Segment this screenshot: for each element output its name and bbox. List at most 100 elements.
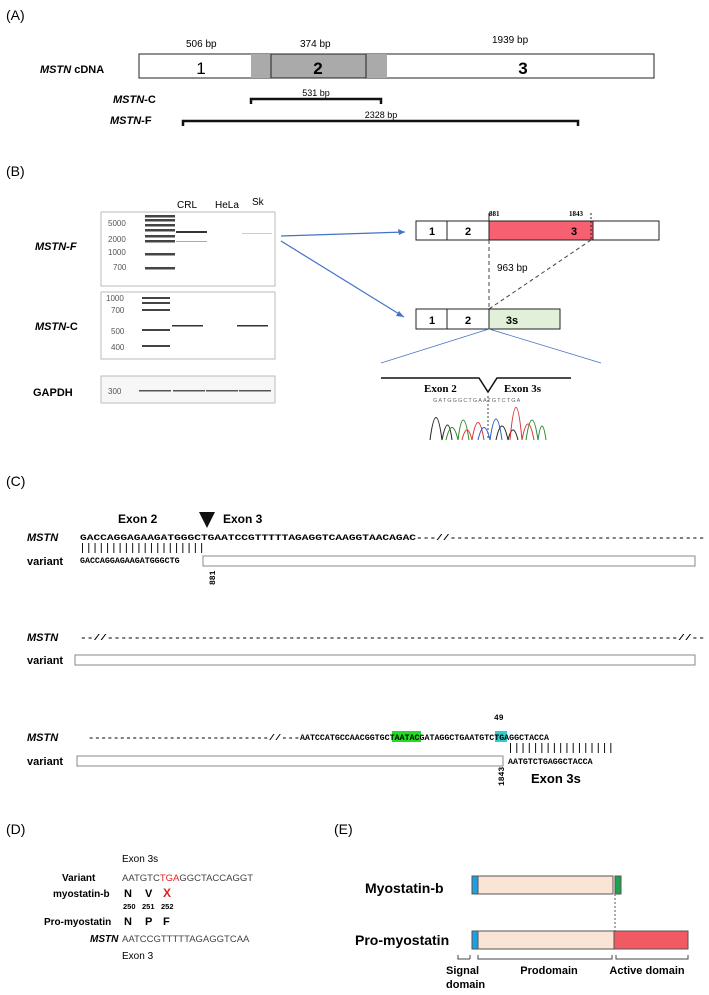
diag-bottom-exon2-label: 2 <box>465 315 471 327</box>
mstn-f-size: 2328 bp <box>365 110 398 120</box>
diag-top-exon3 <box>488 220 594 241</box>
d-variant-label: Variant <box>62 873 96 884</box>
mstn-f-bracket <box>181 119 580 126</box>
gel-f-ladder-1000: 1000 <box>108 248 126 257</box>
mstn-c-bracket <box>249 97 383 104</box>
diag-dash-right <box>488 239 592 310</box>
diag-bottom-exon3s-label: 3s <box>506 315 518 327</box>
arrow-f <box>280 231 406 237</box>
d-pos-251: 251 <box>142 902 155 911</box>
chrom-traces <box>429 407 547 441</box>
gel-f-label: MSTN-F <box>35 241 77 253</box>
diag-bottom-exon1-label: 1 <box>429 315 435 327</box>
diag-gap-size: 963 bp <box>497 263 528 274</box>
chrom-exon3s: Exon 3s <box>504 383 542 395</box>
chrom-exon2: Exon 2 <box>424 383 457 395</box>
exon1-size: 506 bp <box>186 39 217 50</box>
d-promyo-aa-3: F <box>163 916 170 928</box>
zoom-line-right <box>488 328 602 364</box>
e-prodomain-label: Prodomain <box>520 965 578 977</box>
d-promyo-aa-2: P <box>145 916 152 928</box>
d-variant-seq: AATGTCTGAGGCTACCAGGT <box>122 873 253 884</box>
diag-pos-881: 881 <box>489 210 500 218</box>
e-myob-signal <box>471 875 479 895</box>
c2-mstn-label: MSTN <box>27 632 59 644</box>
c2-mstn-seq: --//------------------------------------… <box>80 633 705 643</box>
arrow-f-head <box>398 229 405 235</box>
e-bracket-active <box>615 955 689 960</box>
mstn-c-size: 531 bp <box>302 88 330 98</box>
e-promyo-signal <box>471 930 479 950</box>
arrow-c <box>280 240 405 318</box>
c3-variant-seq: AATGTCTGAGGCTACCA <box>508 758 593 767</box>
chrom-junction <box>381 377 571 394</box>
chrom-bases: GATGGGCTGAATGTCTGA <box>433 398 521 404</box>
gel-c-label: MSTN-C <box>35 321 78 333</box>
arrow-c-head <box>396 311 404 317</box>
gel-f-frame <box>100 211 276 287</box>
gel-c-sk-band <box>237 325 268 327</box>
panel-d-label: (D) <box>6 821 25 837</box>
exon3-number: 3 <box>518 59 527 78</box>
gel-f-crl-band <box>176 231 207 233</box>
c2-variant-label: variant <box>27 655 63 667</box>
c1-exon3-label: Exon 3 <box>223 512 263 526</box>
e-active-label: Active domain <box>609 965 684 977</box>
d-myob-label: myostatin-b <box>53 889 110 900</box>
c3-variant-gap <box>76 755 504 767</box>
c1-splice-arrow <box>199 512 215 528</box>
diag-pos-1843: 1843 <box>569 210 584 218</box>
panel-c-label: (C) <box>6 473 25 489</box>
d-exon3s: Exon 3s <box>122 854 158 865</box>
gel-f-crl-band-faint <box>176 241 207 242</box>
gel-c-crl-band <box>172 325 203 327</box>
gel-f-sk-band <box>242 233 272 234</box>
gel-c-ladder-bands <box>142 297 170 347</box>
lane-hela: HeLa <box>215 200 239 211</box>
gel-c-ladder-1000: 1000 <box>106 294 124 303</box>
c3-mstn-seq: AATCCATGCCAACGGTGCTAATACGATAGGCTGAATGTCT… <box>300 734 549 743</box>
diag-top-exon2-label: 2 <box>465 226 471 238</box>
cdna-label: MSTN cDNA <box>40 64 104 76</box>
c3-match-ticks <box>510 743 612 753</box>
c1-exon2-label: Exon 2 <box>118 512 158 526</box>
e-bracket-prodomain <box>477 955 613 960</box>
mstn-c-label: MSTN-C <box>113 94 156 106</box>
exon3-size: 1939 bp <box>492 35 529 46</box>
gel-c-ladder-700: 700 <box>111 306 125 315</box>
gel-gapdh-bands <box>139 390 271 392</box>
gel-f-ladder-700: 700 <box>113 263 127 272</box>
c3-mstn-label: MSTN <box>27 732 59 744</box>
d-myob-aa-1: N <box>124 888 132 900</box>
c3-pos: 1843 <box>498 767 507 786</box>
d-myob-aa-2: V <box>145 888 153 900</box>
c3-exon3s-label: Exon 3s <box>531 771 581 786</box>
gel-gapdh-frame <box>100 375 276 404</box>
mstn-f-label: MSTN-F <box>110 115 152 127</box>
panel-e-label: (E) <box>334 821 353 837</box>
lane-sk: Sk <box>252 197 265 208</box>
gel-gapdh-ladder-300: 300 <box>108 387 122 396</box>
exon2-box <box>270 53 367 79</box>
e-myob-end <box>614 875 622 895</box>
diag-top-exon3-label: 3 <box>571 226 577 238</box>
c1-match-ticks <box>82 543 203 553</box>
e-myob-prodomain <box>471 875 614 895</box>
gel-f-ladder-2000: 2000 <box>108 235 126 244</box>
c1-pos: 881 <box>209 570 218 585</box>
d-mstn-label: MSTN <box>90 934 119 945</box>
e-bracket-signal <box>457 955 471 960</box>
d-pos-252: 252 <box>161 902 174 911</box>
zoom-line-left <box>380 328 490 364</box>
d-mstn-seq: AATCCGTTTTTAGAGGTCAA <box>122 934 250 945</box>
c3-green-highlight <box>392 731 421 742</box>
c1-variant-label: variant <box>27 556 63 568</box>
c3-cyan-highlight <box>495 731 507 742</box>
c3-variant-label: variant <box>27 756 63 768</box>
c1-variant-gap <box>202 555 696 567</box>
c3-mstn-dashes: -----------------------------//--- <box>88 733 300 743</box>
d-exon3: Exon 3 <box>122 951 154 962</box>
